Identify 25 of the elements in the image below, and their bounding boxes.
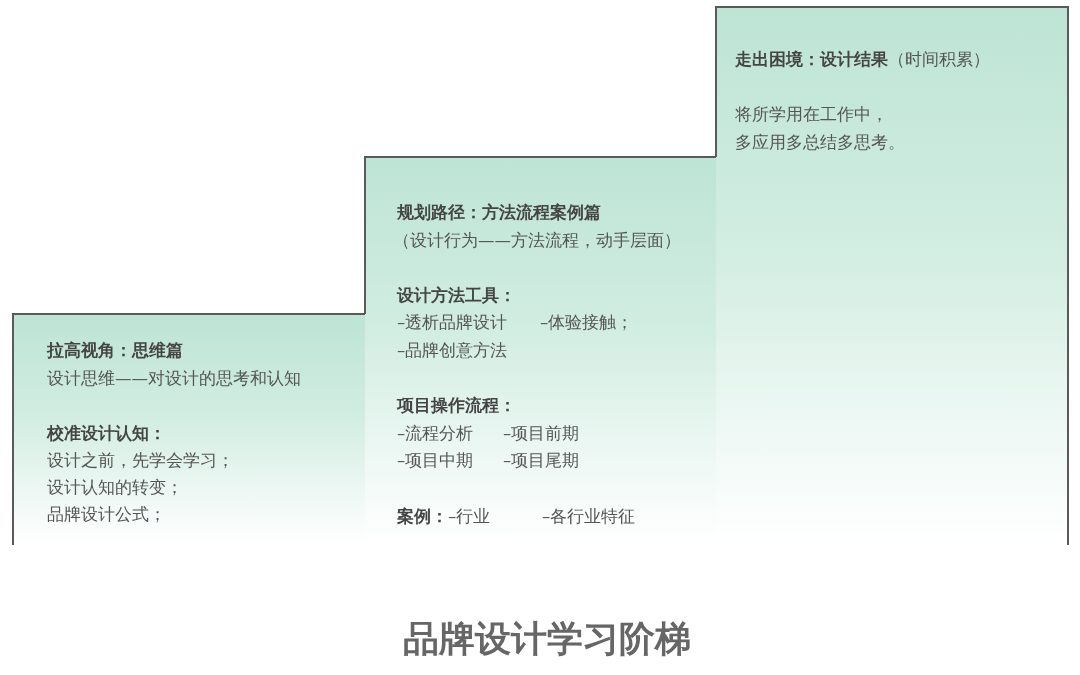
step-heading: 项目操作流程： <box>397 395 516 417</box>
step-text: –体验接触； <box>540 312 634 334</box>
stair-step <box>716 7 1068 545</box>
stair-step <box>13 314 365 545</box>
step-text: 设计认知的转变； <box>47 477 183 499</box>
step-text: –流程分析 <box>397 423 474 445</box>
step-text: 将所学用在工作中， <box>735 104 888 126</box>
step-text: –项目前期 <box>503 423 580 445</box>
step-text: （设计行为——方法流程，动手层面） <box>393 230 681 252</box>
step-text: 设计思维——对设计的思考和认知 <box>47 368 301 390</box>
diagram-title: 品牌设计学习阶梯 <box>403 617 691 661</box>
step-text: –透析品牌设计 <box>397 312 508 334</box>
step-heading: 设计方法工具： <box>397 285 516 307</box>
step-text: 设计之前，先学会学习； <box>47 450 234 472</box>
step-heading: 规划路径：方法流程案例篇 <box>397 202 601 224</box>
step-heading: 校准设计认知： <box>47 423 166 445</box>
step-text: 案例：–行业 <box>397 506 491 528</box>
step-text: 走出困境：设计结果（时间积累） <box>735 49 990 71</box>
step-text: 品牌设计公式； <box>47 504 166 526</box>
step-text: 多应用多总结多思考。 <box>735 132 905 154</box>
step-text: –各行业特征 <box>542 506 636 528</box>
step-heading: 拉高视角：思维篇 <box>47 340 183 362</box>
step-text: –品牌创意方法 <box>397 340 508 362</box>
step-text: –项目尾期 <box>503 450 580 472</box>
step-text: –项目中期 <box>397 450 474 472</box>
